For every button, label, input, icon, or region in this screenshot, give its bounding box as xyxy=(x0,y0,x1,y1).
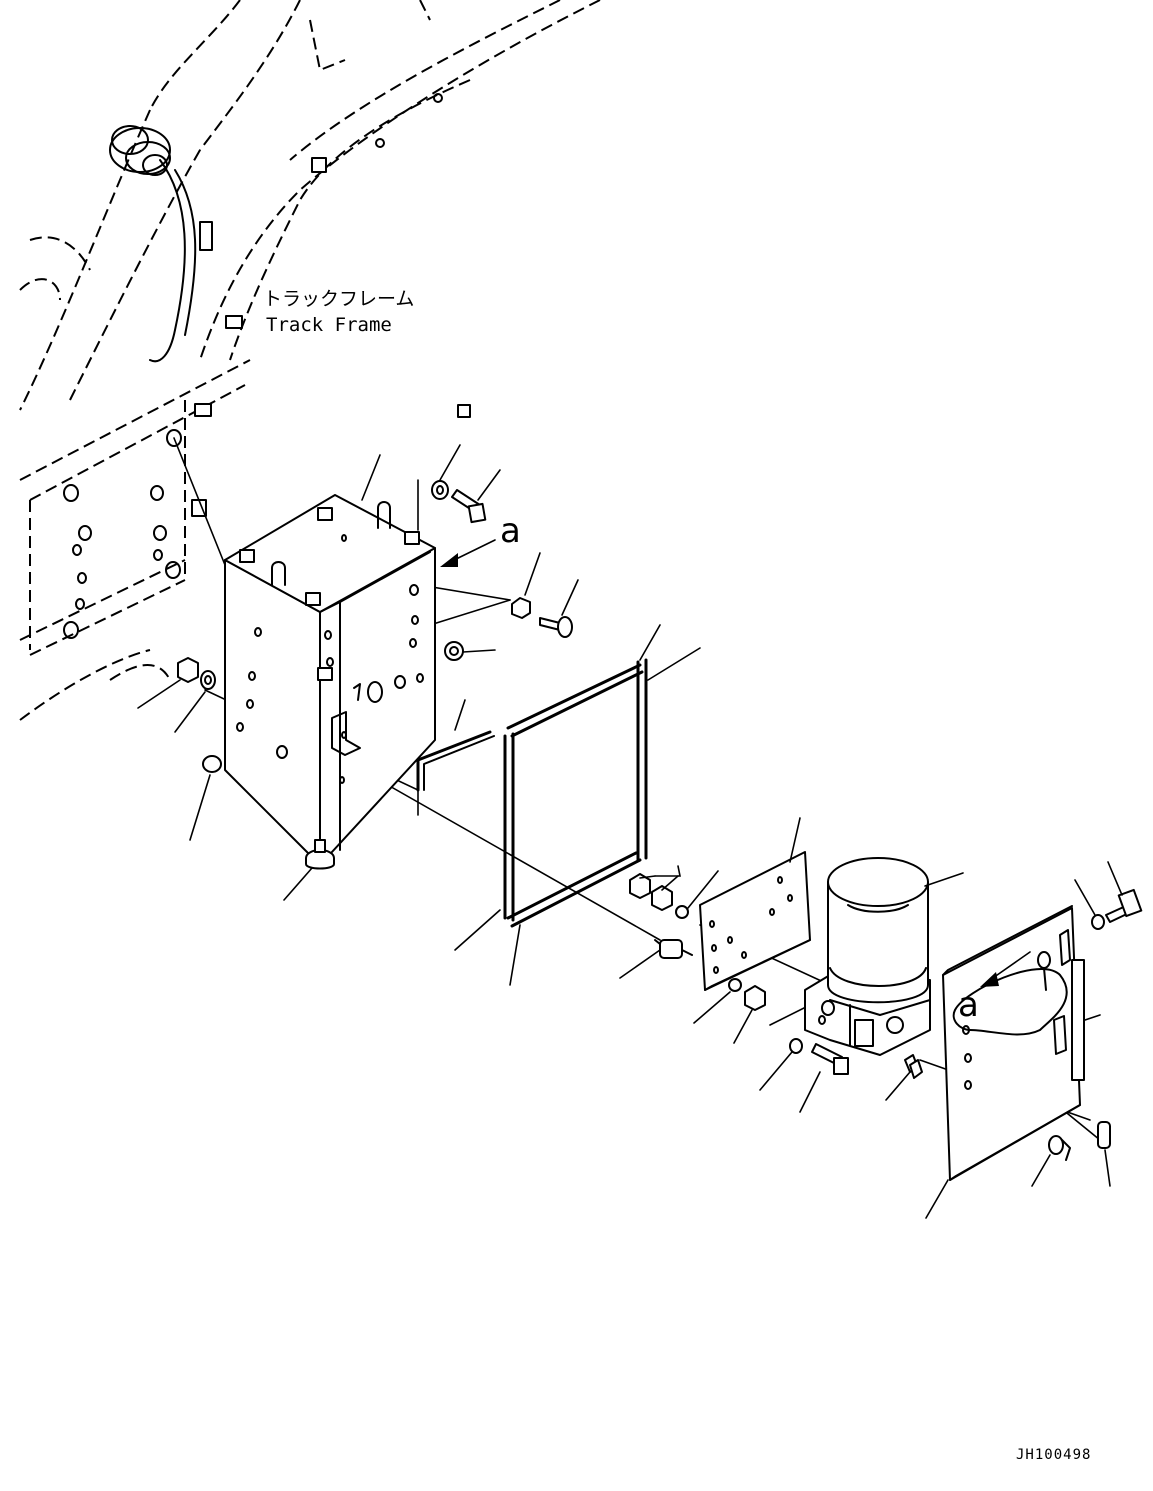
cover-panel xyxy=(909,888,1143,1181)
track-frame-label-en: Track Frame xyxy=(266,314,392,336)
box-holes xyxy=(236,534,424,784)
gasket-frame xyxy=(503,658,648,928)
mounting-plate xyxy=(699,851,811,991)
box-hardware xyxy=(177,480,573,870)
track-frame-label-jp: トラックフレーム xyxy=(263,288,415,310)
view-ref-top: a xyxy=(500,511,521,551)
hose-coil xyxy=(109,125,171,176)
callout-leaders xyxy=(137,444,1123,1219)
view-ref-cover: a xyxy=(958,985,979,1025)
mounting-box xyxy=(224,494,436,866)
pump-unit xyxy=(804,857,931,1073)
view-arrows xyxy=(440,539,1031,987)
drawing-code: JH100498 xyxy=(1016,1447,1092,1463)
frame-holes xyxy=(63,429,182,639)
center-hardware xyxy=(629,873,849,1075)
track-frame xyxy=(19,0,601,721)
